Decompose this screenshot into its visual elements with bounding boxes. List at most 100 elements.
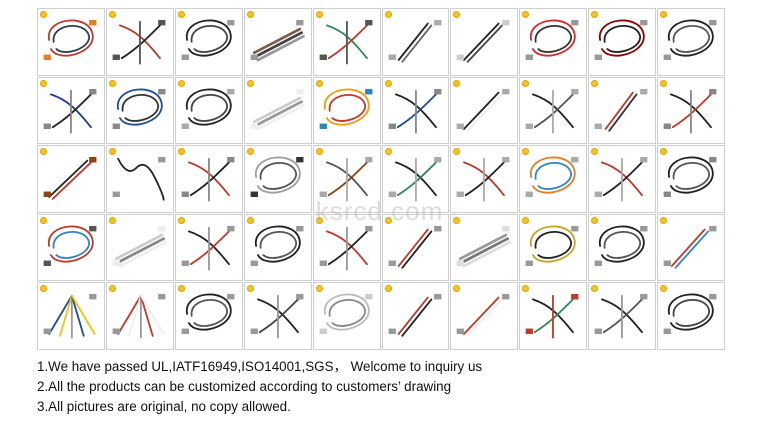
product-thumbnail-harness-fuse-wire[interactable]: [37, 145, 105, 213]
brand-badge-icon: [246, 148, 254, 156]
product-thumbnail-harness-black-sensor[interactable]: [588, 213, 657, 282]
connector-icon: [571, 225, 579, 232]
connector-icon: [502, 157, 510, 163]
product-thumbnail-harness-thin-black[interactable]: [450, 8, 519, 76]
product-thumbnail-harness-black-leads[interactable]: [588, 282, 657, 350]
product-thumbnail-harness-red-diagonal[interactable]: [381, 282, 450, 350]
connector-icon: [295, 88, 304, 95]
product-thumbnail-harness-red-black-pair[interactable]: [312, 213, 381, 282]
brand-badge-icon: [108, 79, 116, 87]
brand-badge-icon: [522, 285, 530, 293]
product-thumbnail-harness-black-blue[interactable]: [381, 76, 450, 145]
product-thumbnail-harness-red-fuse[interactable]: [174, 145, 243, 213]
brand-badge-icon: [453, 216, 461, 224]
connector-icon: [112, 328, 120, 335]
cable-harness-icon: [319, 88, 373, 129]
cable-harness-icon: [181, 294, 235, 335]
product-thumbnail-harness-black-lvds[interactable]: [381, 8, 450, 76]
connector-icon: [250, 54, 258, 61]
brand-badge-icon: [591, 216, 599, 224]
product-thumbnail-harness-connectors-set[interactable]: [312, 145, 381, 213]
product-thumbnail-harness-ffc-ribbon[interactable]: [105, 213, 174, 282]
product-thumbnail-harness-red-plug[interactable]: [657, 213, 725, 282]
product-thumbnail-harness-db-cable[interactable]: [657, 145, 725, 213]
wire-icon: [400, 230, 432, 269]
product-thumbnail-harness-black-connector[interactable]: [243, 282, 312, 350]
product-thumbnail-harness-black-round[interactable]: [243, 213, 312, 282]
brand-badge-icon: [177, 148, 185, 156]
wire-icon: [463, 297, 500, 336]
connector-icon: [709, 19, 717, 26]
product-thumbnail-harness-red-terminals[interactable]: [450, 145, 519, 213]
product-thumbnail-harness-black-white-plug[interactable]: [450, 76, 519, 145]
product-thumbnail-harness-red-black[interactable]: [588, 8, 657, 76]
product-thumbnail-harness-coiled-black[interactable]: [105, 145, 174, 213]
connector-icon: [364, 88, 373, 95]
product-thumbnail-harness-black-plug-loop[interactable]: [174, 282, 243, 350]
cable-harness-icon: [319, 225, 373, 271]
product-thumbnail-harness-socket-sensor[interactable]: [37, 76, 105, 145]
connector-icon: [112, 54, 120, 61]
product-thumbnail-harness-fiber-blue[interactable]: [37, 282, 105, 350]
product-thumbnail-harness-rainbow[interactable]: [312, 76, 381, 145]
product-thumbnail-harness-black-red-multi[interactable]: [657, 76, 725, 145]
connector-icon: [158, 88, 166, 95]
connector-icon: [457, 260, 465, 266]
product-thumbnail-harness-yellow-loop[interactable]: [519, 213, 588, 282]
connector-icon: [295, 157, 304, 163]
connector-icon: [502, 225, 510, 232]
connector-icon: [594, 123, 603, 129]
product-thumbnail-harness-black-split[interactable]: [381, 145, 450, 213]
connector-icon: [89, 294, 97, 300]
product-thumbnail-harness-blue-coil[interactable]: [105, 76, 174, 145]
brand-badge-icon: [315, 79, 323, 87]
notes-section: 1.We have passed UL,IATF16949,ISO14001,S…: [37, 357, 737, 417]
product-thumbnail-harness-white-loop[interactable]: [312, 282, 381, 350]
product-thumbnail-harness-black-loop-2[interactable]: [657, 8, 725, 76]
wire-icon: [608, 93, 638, 132]
connector-icon: [226, 225, 235, 232]
connector-icon: [594, 260, 603, 266]
product-thumbnail-harness-red-single[interactable]: [588, 76, 657, 145]
brand-badge-icon: [660, 216, 668, 224]
wire-icon: [599, 19, 645, 57]
product-thumbnail-harness-complex[interactable]: [519, 282, 588, 350]
connector-icon: [158, 157, 166, 163]
connector-icon: [43, 54, 51, 60]
product-thumbnail-harness-multicolor-loop[interactable]: [37, 8, 105, 76]
wire-icon: [672, 162, 711, 191]
product-thumbnail-harness-red-white[interactable]: [450, 282, 519, 350]
product-thumbnail-harness-green-red[interactable]: [312, 8, 381, 76]
product-thumbnail-harness-grey-ribbon[interactable]: [450, 213, 519, 282]
product-thumbnail-harness-red-connectors[interactable]: [105, 8, 174, 76]
wire-icon: [467, 24, 504, 63]
connector-icon: [112, 123, 120, 129]
product-thumbnail-harness-black-coil-2[interactable]: [657, 282, 725, 350]
product-thumbnail-harness-orange-cable[interactable]: [519, 145, 588, 213]
cable-harness-icon: [663, 19, 717, 61]
product-thumbnail-harness-red-terminal-fan[interactable]: [105, 282, 174, 350]
product-thumbnail-harness-black-loop[interactable]: [174, 8, 243, 76]
wire-icon: [465, 161, 506, 197]
connector-icon: [319, 191, 327, 198]
brand-badge-icon: [40, 79, 47, 87]
wire-icon: [190, 93, 228, 122]
wire-icon: [327, 230, 368, 265]
product-thumbnail-harness-black-y[interactable]: [174, 76, 243, 145]
product-thumbnail-harness-red-branch[interactable]: [381, 213, 450, 282]
product-thumbnail-harness-red-pair[interactable]: [588, 145, 657, 213]
product-thumbnail-harness-grey-braided[interactable]: [243, 145, 312, 213]
product-thumbnail-harness-black-multi[interactable]: [174, 213, 243, 282]
wire-icon: [328, 93, 366, 122]
brand-badge-icon: [660, 79, 668, 87]
product-thumbnail-harness-flat-cable[interactable]: [243, 8, 312, 76]
wire-icon: [535, 24, 573, 53]
product-thumbnail-harness-black-branch[interactable]: [519, 76, 588, 145]
product-thumbnail-harness-ribbon-white[interactable]: [243, 76, 312, 145]
product-thumbnail-harness-red-loop[interactable]: [519, 8, 588, 76]
cable-harness-icon: [319, 157, 373, 202]
product-thumbnail-harness-red-blue-plug[interactable]: [37, 213, 105, 282]
brand-badge-icon: [453, 285, 461, 293]
wire-icon: [327, 161, 368, 197]
connector-icon: [388, 328, 396, 335]
